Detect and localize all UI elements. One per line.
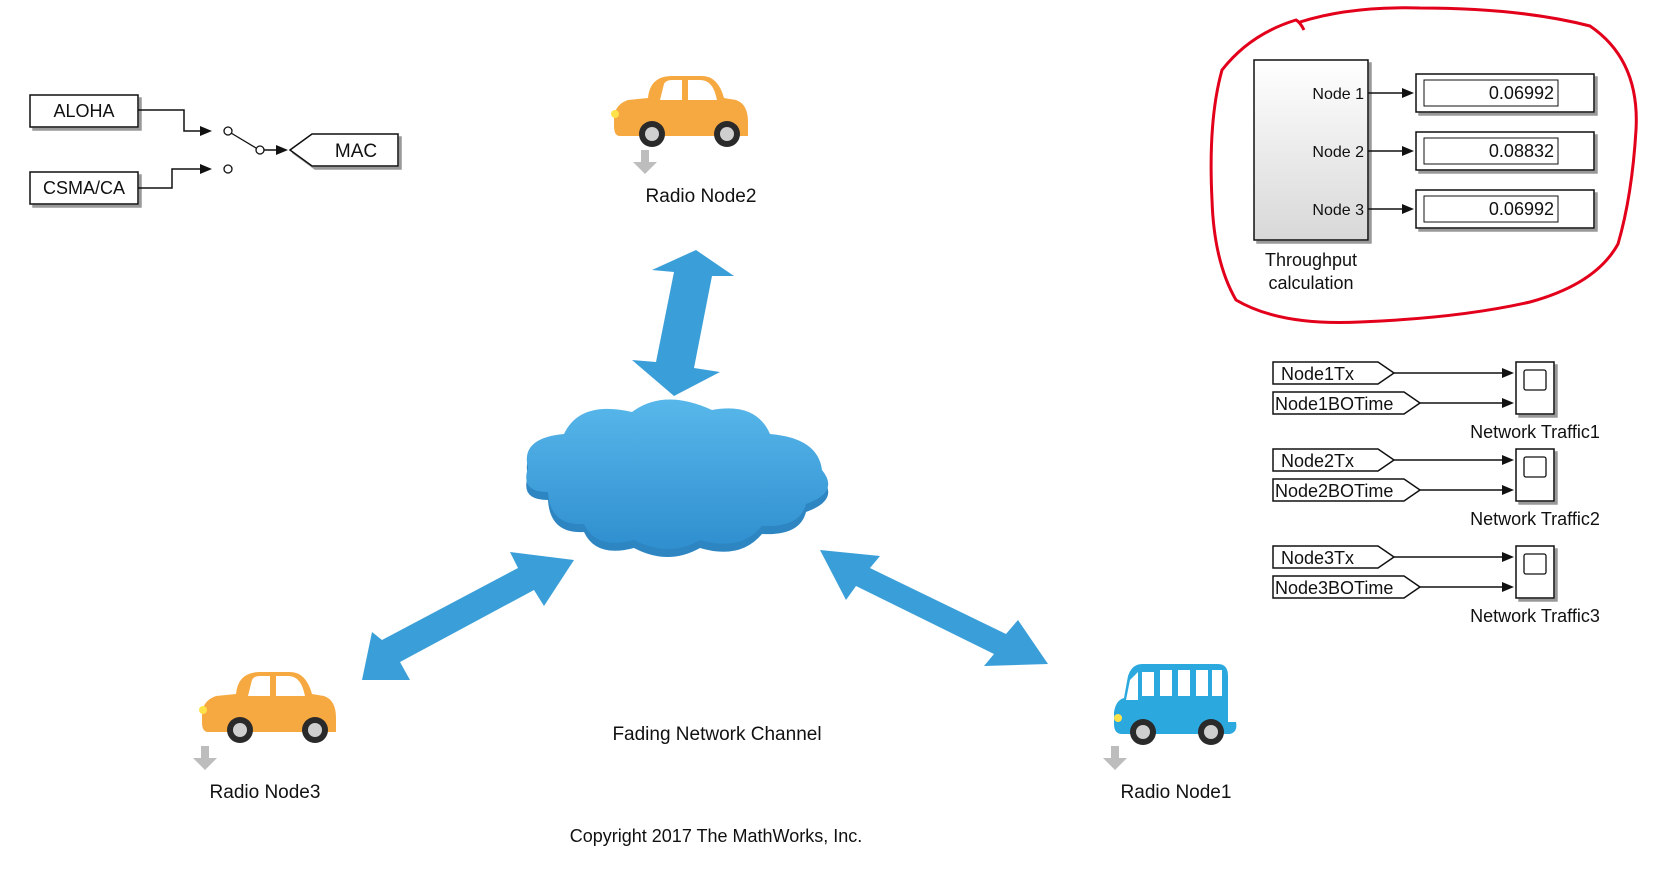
signal-label: Node1Tx: [1281, 364, 1354, 384]
scope-icon: [1523, 553, 1547, 575]
copyright-text: Copyright 2017 The MathWorks, Inc.: [570, 826, 862, 846]
aloha-constant-block[interactable]: ALOHA: [29, 94, 139, 128]
display-node2[interactable]: 0.08832: [1415, 131, 1595, 171]
throughput-section: Node 1 Node 2 Node 3 Throughput calculat…: [1209, 6, 1638, 324]
display-node1[interactable]: 0.06992: [1415, 73, 1595, 113]
double-arrow-top: [632, 250, 734, 396]
port-arrow-icon: [1103, 746, 1127, 770]
radio-node2-label: Radio Node2: [646, 186, 757, 207]
channel-label: Fading Network Channel: [612, 724, 821, 745]
network-traffic3-group: Node3Tx Node3BOTime Network Traffic3: [1272, 545, 1600, 626]
from-tag-node3tx[interactable]: Node3Tx: [1272, 545, 1396, 569]
from-tag-node1botime[interactable]: Node1BOTime: [1272, 391, 1422, 415]
from-tag-node2tx[interactable]: Node2Tx: [1272, 448, 1396, 472]
double-arrow-right: [820, 550, 1048, 666]
csma-ca-constant-block[interactable]: CSMA/CA: [29, 171, 139, 205]
port-arrow-icon: [193, 746, 217, 770]
scope-block-2[interactable]: [1515, 448, 1555, 502]
car-icon: [611, 76, 748, 147]
throughput-block-label-line2: calculation: [1268, 273, 1353, 293]
car-icon: [199, 672, 336, 743]
csma-ca-label: CSMA/CA: [43, 178, 125, 198]
display-node3[interactable]: 0.06992: [1415, 189, 1595, 229]
fading-network-channel-block[interactable]: Fading Network Channel: [362, 250, 1048, 745]
network-traffic1-label: Network Traffic1: [1470, 422, 1600, 442]
network-traffic2-label: Network Traffic2: [1470, 509, 1600, 529]
scope-block-3[interactable]: [1515, 545, 1555, 599]
radio-node1-label: Radio Node1: [1121, 782, 1232, 803]
signal-label: Node2Tx: [1281, 451, 1354, 471]
scope-icon: [1523, 369, 1547, 391]
radio-node3-label: Radio Node3: [210, 782, 321, 803]
mac-selector: ALOHA CSMA/CA MAC: [29, 94, 399, 205]
scope-icon: [1523, 456, 1547, 478]
from-tag-node2botime[interactable]: Node2BOTime: [1272, 478, 1422, 502]
network-traffic1-group: Node1Tx Node1BOTime Network Traffic1: [1272, 361, 1600, 442]
throughput-block-label-line1: Throughput: [1265, 250, 1357, 270]
red-highlight-circle: [1209, 6, 1638, 324]
manual-switch[interactable]: [223, 126, 288, 174]
mac-tag-label: MAC: [335, 141, 377, 162]
port-node2-label: Node 2: [1312, 144, 1364, 161]
cloud-icon: [526, 399, 829, 557]
signal-label: Node3BOTime: [1275, 578, 1393, 598]
csma-wire: [138, 168, 200, 189]
from-tag-node1tx[interactable]: Node1Tx: [1272, 361, 1396, 385]
display-node3-value: 0.06992: [1489, 199, 1554, 219]
mac-goto-tag[interactable]: MAC: [288, 133, 399, 167]
signal-label: Node3Tx: [1281, 548, 1354, 568]
aloha-wire: [138, 109, 200, 132]
display-node2-value: 0.08832: [1489, 141, 1554, 161]
van-icon: [1114, 664, 1237, 745]
signal-label: Node1BOTime: [1275, 394, 1393, 414]
double-arrow-left: [362, 552, 574, 680]
network-traffic3-label: Network Traffic3: [1470, 606, 1600, 626]
network-traffic2-group: Node2Tx Node2BOTime Network Traffic2: [1272, 448, 1600, 529]
port-arrow-icon: [633, 150, 657, 174]
port-node3-label: Node 3: [1312, 202, 1364, 219]
radio-node1-block[interactable]: Radio Node1: [1103, 664, 1237, 803]
radio-node2-block[interactable]: Radio Node2: [611, 76, 756, 207]
scope-block-1[interactable]: [1515, 361, 1555, 415]
network-traffic-section: Node1Tx Node1BOTime Network Traffic1 Nod…: [1272, 361, 1600, 626]
from-tag-node3botime[interactable]: Node3BOTime: [1272, 575, 1422, 599]
aloha-label: ALOHA: [53, 101, 114, 121]
signal-label: Node2BOTime: [1275, 481, 1393, 501]
port-node1-label: Node 1: [1312, 86, 1364, 103]
throughput-calculation-block[interactable]: Node 1 Node 2 Node 3: [1253, 59, 1369, 241]
radio-node3-block[interactable]: Radio Node3: [193, 672, 336, 803]
display-node1-value: 0.06992: [1489, 83, 1554, 103]
